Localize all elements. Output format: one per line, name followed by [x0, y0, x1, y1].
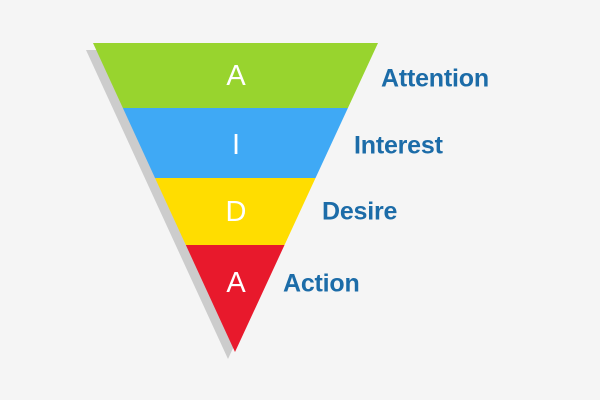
funnel-label-attention: Attention [381, 64, 489, 93]
funnel-band-action[interactable] [185, 245, 285, 352]
band-letter-desire: D [226, 196, 247, 228]
band-letter-attention: A [226, 60, 246, 92]
funnel-label-desire: Desire [322, 197, 398, 226]
funnel-band-interest[interactable] [122, 108, 348, 178]
band-letter-action: A [226, 267, 246, 299]
funnel-label-action: Action [283, 269, 360, 298]
band-letter-interest: I [232, 129, 240, 161]
funnel-band-desire[interactable] [155, 178, 316, 245]
funnel-label-interest: Interest [354, 131, 443, 160]
funnel-band-attention[interactable] [93, 43, 378, 108]
